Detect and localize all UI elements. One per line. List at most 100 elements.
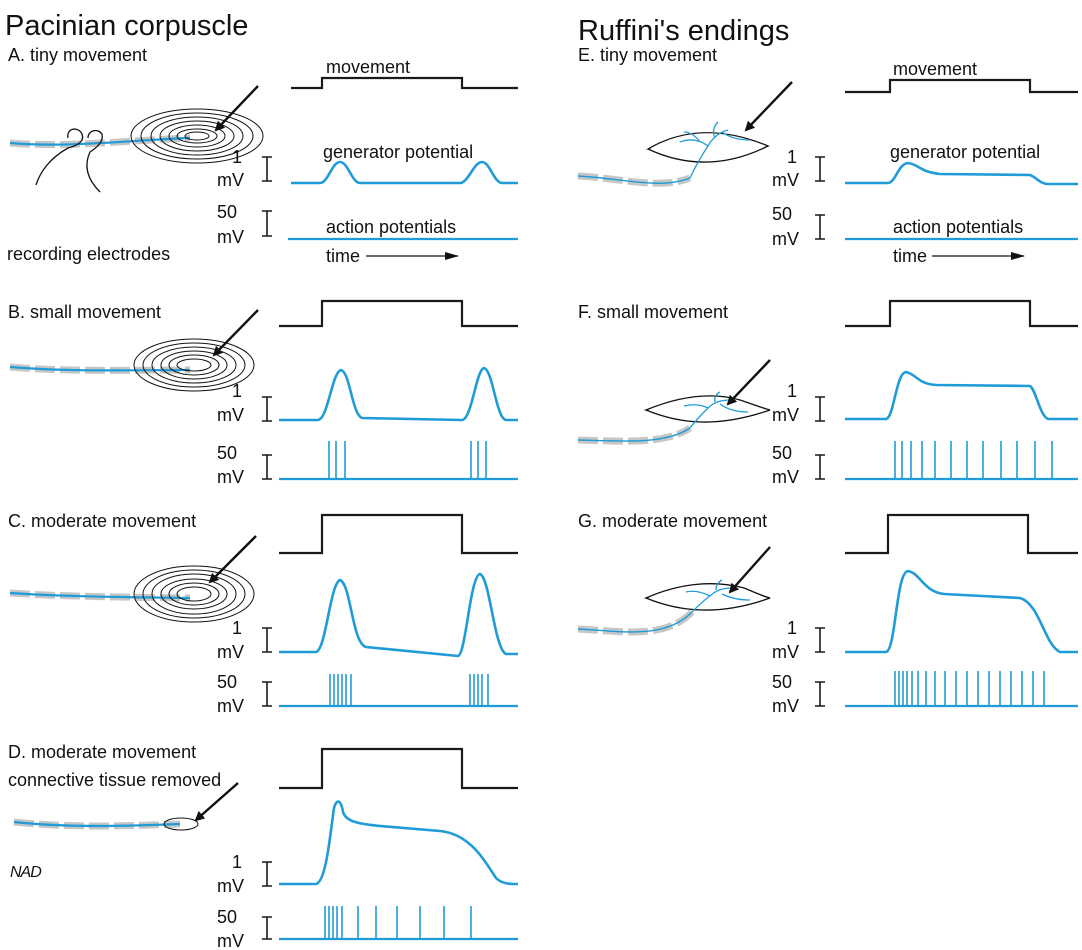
svg-text:mV: mV [217, 696, 244, 716]
panel-d-pressure-arrow [194, 782, 239, 822]
svg-text:mV: mV [217, 170, 244, 190]
recording-electrodes-label: recording electrodes [7, 244, 170, 264]
panel-d-label-line2: connective tissue removed [8, 770, 221, 790]
panel-f-scale-50mv: 50 mV [772, 443, 825, 487]
panel-d-label-line1: D. moderate movement [8, 742, 196, 762]
panel-b-pacinian-illustration [9, 309, 259, 392]
panel-b-pressure-arrow [212, 309, 259, 357]
panel-d-scale-1mv: 1 mV [217, 852, 272, 896]
panel-d-pacinian-illustration [13, 782, 239, 831]
svg-text:mV: mV [217, 642, 244, 662]
svg-text:1: 1 [787, 618, 797, 638]
svg-text:mV: mV [772, 696, 799, 716]
svg-text:mV: mV [772, 467, 799, 487]
svg-text:50: 50 [217, 907, 237, 927]
panel-a-stimulus-trace [291, 76, 518, 90]
svg-text:50: 50 [217, 672, 237, 692]
panel-e-nerve-branches [679, 121, 751, 179]
panel-e-ruffini-illustration [577, 81, 793, 187]
panel-a-time-label: time [326, 246, 360, 266]
svg-text:50: 50 [772, 443, 792, 463]
panel-a: A. tiny movement recording electrodes [7, 45, 518, 266]
title-pacinian-corpuscle: Pacinian corpuscle [5, 10, 248, 42]
panel-c-corpuscle-rings [133, 565, 255, 623]
panel-a-corpuscle-rings [130, 108, 264, 164]
panel-f-stimulus-trace [845, 299, 1078, 328]
panel-a-scale-50mv: 50 mV [217, 202, 272, 247]
panel-f-scale-1mv: 1 mV [772, 381, 825, 425]
panel-d: D. moderate movement connective tissue r… [8, 742, 519, 950]
panel-c-stimulus-trace [279, 513, 518, 555]
panel-b-scale-50mv: 50 mV [217, 443, 272, 487]
panel-e-time-label: time [893, 246, 927, 266]
panel-d-bare-ending [163, 817, 199, 831]
panel-c-scale-1mv: 1 mV [217, 618, 272, 662]
panel-a-pressure-arrow [214, 85, 259, 132]
panel-c-pressure-arrow [208, 535, 257, 584]
panel-e-stimulus-trace [845, 78, 1078, 94]
panel-b-spikes [328, 441, 487, 479]
svg-text:50: 50 [217, 443, 237, 463]
panel-f-ruffini-illustration [577, 359, 771, 445]
panel-e-movement-label: movement [893, 59, 977, 79]
panel-d-scale-50mv: 50 mV [217, 907, 272, 950]
panel-d-spikes [324, 906, 472, 939]
svg-text:50: 50 [772, 672, 792, 692]
svg-text:1: 1 [232, 852, 242, 872]
panel-g-generator-trace [845, 569, 1078, 654]
panel-e-pressure-arrow [744, 81, 793, 132]
svg-text:1: 1 [787, 147, 797, 167]
panel-b-corpuscle-rings [133, 338, 255, 392]
panel-a-action-label: action potentials [326, 217, 456, 237]
panel-f-spikes [894, 441, 1053, 479]
panel-c-pacinian-illustration [9, 535, 257, 623]
panel-f-nerve-branches [683, 391, 749, 429]
panel-g-scale-1mv: 1 mV [772, 618, 825, 662]
svg-text:1: 1 [787, 381, 797, 401]
svg-text:1: 1 [232, 618, 242, 638]
panel-f: F. small movement 1 mV [577, 299, 1078, 487]
panel-f-generator-trace [845, 370, 1078, 421]
panel-a-pacinian-illustration [9, 85, 264, 193]
panel-a-recording-electrodes [35, 128, 103, 193]
panel-e-generator-trace [845, 161, 1078, 186]
svg-text:1: 1 [232, 381, 242, 401]
panel-g-pressure-arrow [728, 546, 771, 594]
panel-b: B. small movement 1 mV [8, 299, 518, 487]
panel-a-scale-1mv: 1 mV [217, 147, 272, 190]
panel-c-scale-50mv: 50 mV [217, 672, 272, 716]
panel-a-generator-trace [291, 160, 518, 185]
panel-e-scale-50mv: 50 mV [772, 204, 825, 249]
panel-b-generator-trace [279, 366, 518, 422]
panel-d-generator-trace [279, 800, 519, 886]
panel-b-stimulus-trace [279, 299, 518, 328]
panel-b-scale-1mv: 1 mV [217, 381, 272, 425]
panel-g-spikes [894, 671, 1045, 706]
svg-text:mV: mV [772, 405, 799, 425]
svg-text:mV: mV [772, 170, 799, 190]
svg-text:mV: mV [217, 876, 244, 896]
signature-nad: NAD [10, 864, 42, 881]
svg-text:mV: mV [217, 227, 244, 247]
panel-g-label: G. moderate movement [578, 511, 767, 531]
panel-g-scale-50mv: 50 mV [772, 672, 825, 716]
panel-e-action-label: action potentials [893, 217, 1023, 237]
panel-d-stimulus-trace [279, 747, 518, 790]
panel-b-label: B. small movement [8, 302, 161, 322]
panel-a-movement-label: movement [326, 57, 410, 77]
panel-e-scale-1mv: 1 mV [772, 147, 825, 190]
panel-e: E. tiny movement movement generator pote… [577, 45, 1078, 266]
svg-text:mV: mV [772, 642, 799, 662]
svg-text:mV: mV [217, 931, 244, 950]
svg-text:50: 50 [772, 204, 792, 224]
svg-text:50: 50 [217, 202, 237, 222]
svg-text:mV: mV [217, 405, 244, 425]
panel-g-stimulus-trace [845, 513, 1078, 555]
svg-text:mV: mV [217, 467, 244, 487]
panel-e-label: E. tiny movement [578, 45, 717, 65]
panel-c: C. moderate movement 1 mV [8, 511, 518, 716]
panel-a-label: A. tiny movement [8, 45, 147, 65]
panel-c-generator-trace [279, 572, 518, 658]
panel-c-spikes [329, 674, 489, 706]
